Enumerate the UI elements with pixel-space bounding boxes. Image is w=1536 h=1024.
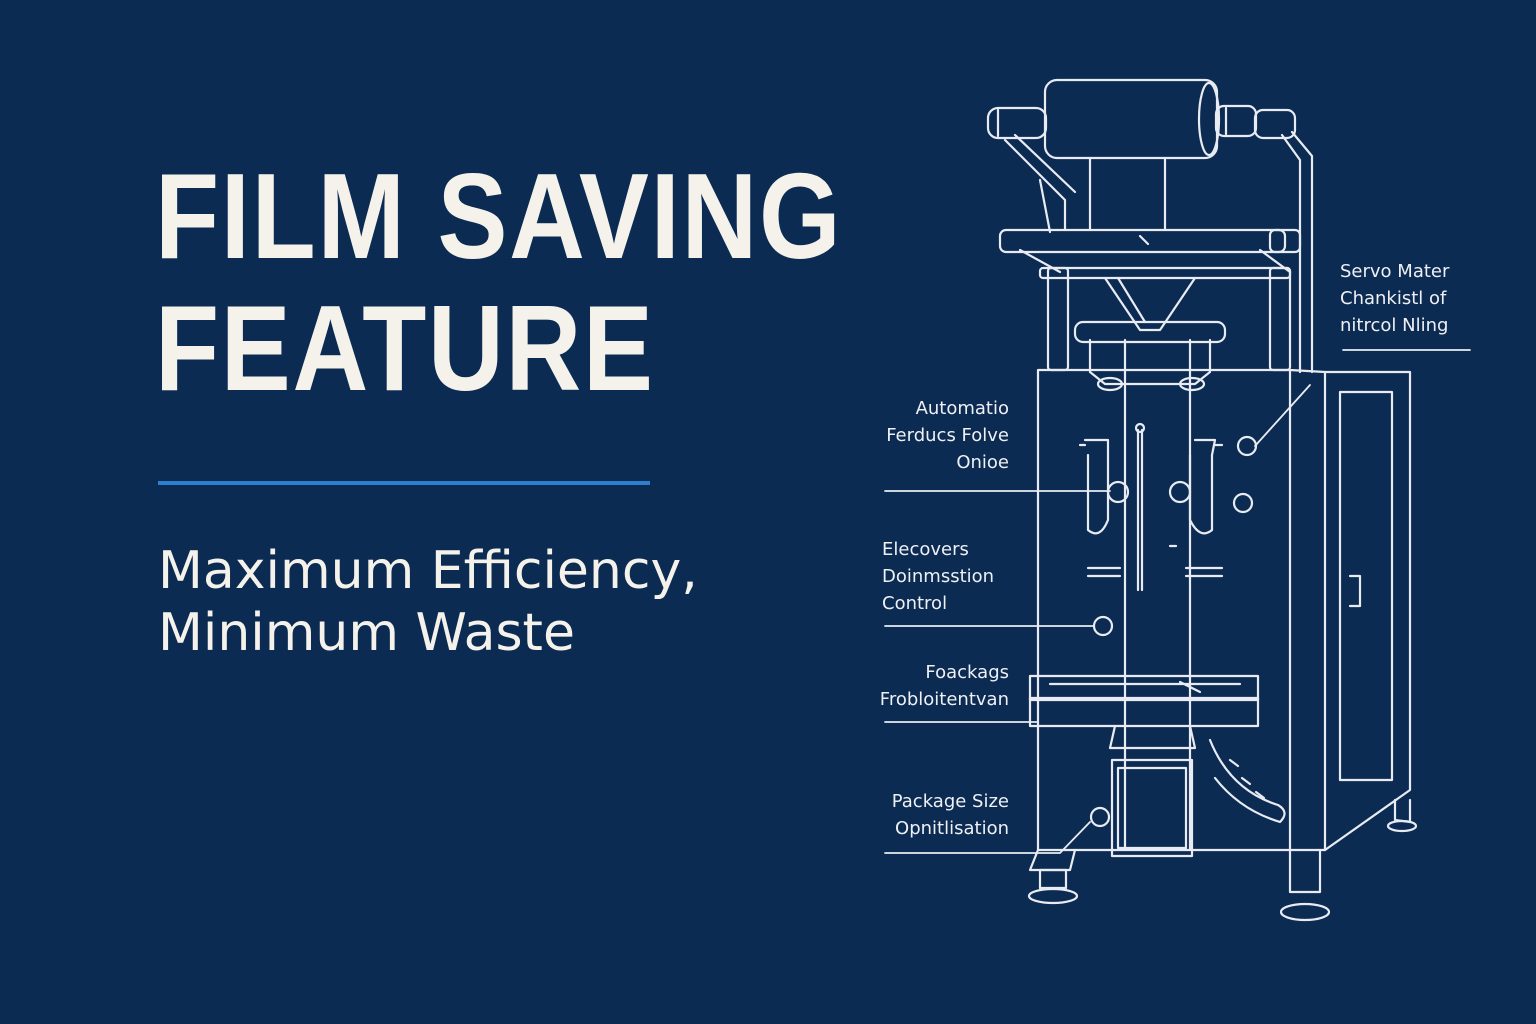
callout-line: Doinmsstion [882, 566, 995, 587]
callout-package-size: Package Size Opnitlisation [892, 788, 1009, 842]
tagline-line-2: Minimum Waste [158, 603, 575, 663]
callout-packaging: Foackags Frobloitentvan [880, 659, 1009, 713]
tagline: Maximum Efficiency, Minimum Waste [158, 540, 698, 664]
discharge-tray [1028, 674, 1286, 858]
callout-line: Automatio [915, 398, 1009, 419]
leader-lines [884, 349, 1471, 854]
headline-line-1: FILM SAVING [155, 148, 843, 284]
callout-line: Ferducs Folve [886, 425, 1009, 446]
callout-line: Foackags [925, 662, 1009, 683]
forming-tube [1134, 422, 1146, 592]
sealing-jaws [1078, 438, 1224, 578]
callout-line: Package Size [891, 791, 1009, 812]
callout-servo-motor: Servo Mater Chankistl of nitrcol Nling [1340, 258, 1449, 339]
callout-line: Opnitlisation [895, 818, 1009, 839]
main-cabinet [1036, 338, 1412, 852]
headline-line-2: FEATURE [155, 280, 655, 416]
callout-line: Servo Mater [1340, 261, 1450, 282]
forming-hopper [1073, 276, 1227, 392]
callout-line: nitrcol Nling [1340, 315, 1449, 336]
film-roll [986, 78, 1297, 232]
callout-automatic: Automatio Ferducs Folve Onioe [886, 395, 1009, 476]
callout-line: Elecovers [882, 539, 969, 560]
callout-line: Frobloitentvan [879, 689, 1009, 710]
tagline-line-1: Maximum Efficiency, [158, 541, 698, 601]
callout-line: Control [882, 593, 948, 614]
accent-divider [158, 481, 650, 485]
upper-frame [998, 130, 1314, 374]
headline: FILM SAVING FEATURE [155, 150, 842, 414]
machine-legs [1027, 798, 1418, 922]
callout-line: Chankistl of [1340, 288, 1447, 309]
callout-line: Onioe [956, 452, 1009, 473]
callout-electronic-control: Elecovers Doinmsstion Control [882, 536, 994, 617]
